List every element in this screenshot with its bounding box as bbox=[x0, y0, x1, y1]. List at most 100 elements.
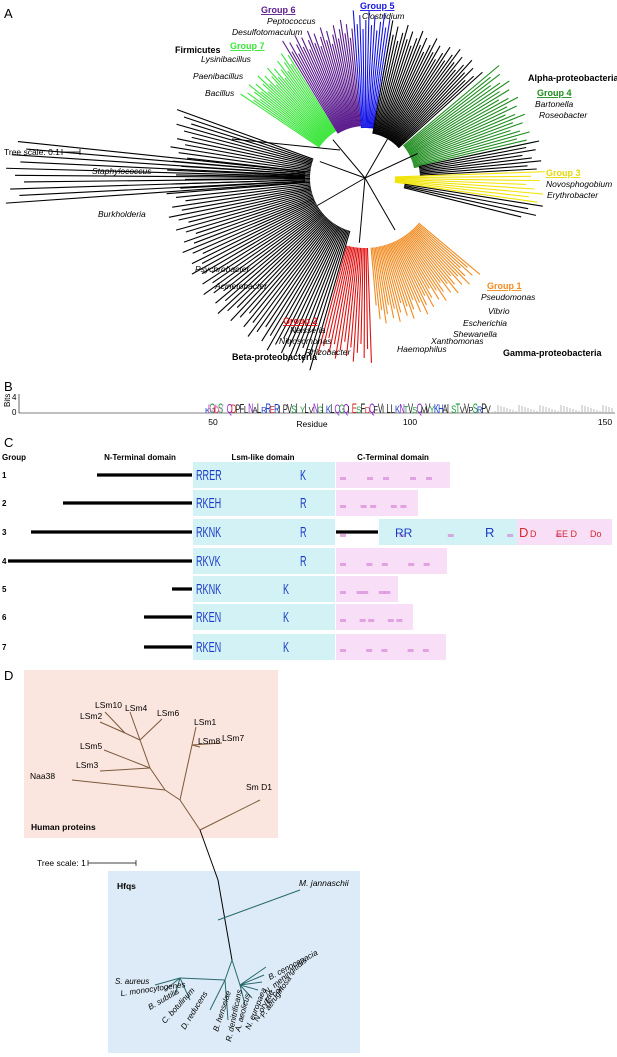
tree-d-branch bbox=[174, 977, 181, 996]
logo-letter: L bbox=[257, 402, 261, 417]
tree-branch bbox=[280, 227, 342, 354]
tree-branch bbox=[275, 84, 328, 139]
tree-branch bbox=[394, 178, 526, 185]
tree-d-branch bbox=[239, 984, 253, 999]
tree-branch bbox=[399, 238, 430, 289]
tree-branch bbox=[188, 190, 312, 223]
lsm-domain-box bbox=[193, 490, 335, 516]
lsm-conserved-residue: K bbox=[283, 639, 289, 656]
tree-branch bbox=[405, 82, 501, 150]
logo-letter: P bbox=[468, 406, 473, 415]
tree-branch bbox=[394, 171, 545, 178]
tree-branch bbox=[379, 45, 412, 136]
clade-alpha: Alpha-proteobacteria bbox=[528, 73, 617, 83]
logo-xtick-150: 150 bbox=[598, 417, 612, 427]
logo-letter: I bbox=[447, 402, 449, 417]
tree-branch bbox=[389, 60, 446, 142]
lsm-motif: RKEN bbox=[196, 639, 221, 656]
taxon-burkholderia: Burkholderia bbox=[98, 209, 146, 219]
scale-bar-d bbox=[87, 860, 137, 866]
c-terminal-mark bbox=[383, 477, 389, 480]
c-terminal-box bbox=[336, 548, 447, 574]
taxon-staphylococcus: Staphylococcus bbox=[92, 166, 152, 176]
logo-letter: Y bbox=[430, 404, 435, 415]
c-terminal-mark bbox=[555, 534, 562, 537]
tree-branch bbox=[394, 175, 531, 179]
logo-letter: D bbox=[231, 403, 237, 416]
tree-d-branch bbox=[179, 977, 191, 1001]
tree-branch bbox=[176, 123, 313, 164]
logo-letter: F bbox=[373, 404, 378, 415]
tree-d-branch bbox=[224, 979, 229, 1021]
lsm-domain-box bbox=[193, 576, 335, 602]
taxon-xanthomonas: Xanthomonas bbox=[430, 336, 484, 346]
tree-branch bbox=[394, 59, 473, 146]
tree-branch bbox=[282, 40, 339, 134]
logo-letter: V bbox=[486, 404, 492, 417]
tree-branch bbox=[411, 229, 463, 285]
tree-branch bbox=[331, 43, 354, 128]
tree-branch bbox=[409, 231, 455, 285]
tree-branch bbox=[364, 19, 367, 129]
logo-letter: G bbox=[317, 404, 323, 415]
tree-branch bbox=[333, 246, 353, 345]
logo-letter: R bbox=[261, 406, 267, 415]
tree-branch bbox=[332, 34, 355, 128]
tree-branch bbox=[265, 223, 335, 328]
lsm-motif: RRER bbox=[196, 467, 222, 484]
logo-letter: T bbox=[455, 402, 460, 417]
tree-d-branch bbox=[191, 726, 197, 746]
tree-branch bbox=[176, 138, 312, 168]
tree-branch bbox=[356, 247, 363, 353]
c-terminal-mark bbox=[384, 591, 391, 594]
tree-branch bbox=[309, 49, 345, 131]
tree-branch bbox=[284, 77, 332, 136]
label-lsm7: LSm7 bbox=[222, 733, 244, 743]
tree-branch bbox=[392, 62, 455, 143]
tree-branch bbox=[374, 40, 399, 135]
tree-branch bbox=[182, 198, 315, 254]
tree-branch bbox=[261, 224, 337, 342]
tree-branch bbox=[362, 29, 365, 129]
tree-branch bbox=[5, 181, 306, 204]
hfqs-box bbox=[108, 871, 360, 1053]
tree-branch bbox=[345, 24, 360, 127]
tree-branch bbox=[20, 161, 306, 176]
label-lsm6: LSm6 bbox=[157, 708, 179, 718]
tree-d-branch bbox=[179, 744, 193, 801]
tree-d-branch bbox=[99, 721, 126, 734]
tree-branch bbox=[403, 187, 522, 218]
logo-letter: M bbox=[207, 402, 217, 416]
tree-branch bbox=[407, 232, 448, 285]
tree-d-branch bbox=[103, 749, 151, 769]
c-terminal-mark bbox=[410, 477, 416, 480]
row-number: 5 bbox=[2, 585, 7, 594]
tree-branch bbox=[374, 247, 387, 324]
logo-letter: L bbox=[330, 402, 334, 417]
tree-branch bbox=[313, 33, 349, 130]
tree-branch bbox=[253, 99, 321, 147]
tree-branch bbox=[412, 129, 511, 163]
panel-label-d: D bbox=[4, 668, 13, 683]
tree-branch bbox=[283, 226, 341, 339]
tree-branch bbox=[269, 83, 327, 140]
tree-branch bbox=[252, 221, 332, 323]
tree-branch bbox=[413, 138, 518, 167]
tree-branch bbox=[247, 92, 321, 147]
tree-d-branch bbox=[217, 879, 233, 961]
row-number: 6 bbox=[2, 613, 7, 622]
taxon-acinetobacter: Acinetobacter bbox=[214, 281, 268, 291]
tree-branch bbox=[385, 244, 408, 316]
logo-letter: E bbox=[352, 402, 357, 417]
tree-branch bbox=[11, 154, 306, 175]
logo-letter: S bbox=[412, 406, 417, 415]
c-terminal-mark bbox=[340, 591, 346, 594]
tree-branch bbox=[227, 215, 326, 312]
c-terminal-box bbox=[336, 634, 446, 660]
tree-branch bbox=[390, 242, 414, 301]
tree-branch bbox=[344, 247, 357, 342]
tree-branch bbox=[402, 236, 437, 291]
group-2-label: Group 2 bbox=[283, 316, 318, 326]
logo-letter: V bbox=[378, 402, 384, 417]
tree-branch bbox=[295, 228, 346, 356]
